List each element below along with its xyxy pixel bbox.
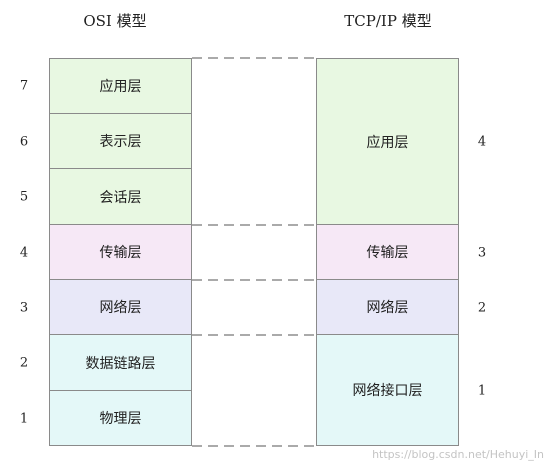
osi-layer-session: 会话层 (49, 169, 192, 225)
osi-layer-number-1: 1 (19, 411, 29, 427)
osi-model-title: OSI 模型 (83, 12, 147, 30)
osi-layer-transport-label: 传输层 (99, 245, 142, 261)
osi-layer-number-5: 5 (19, 189, 29, 205)
tcpip-layer-number-3: 3 (477, 245, 487, 261)
osi-layer-application-label: 应用层 (99, 79, 142, 95)
osi-layer-number-6: 6 (19, 134, 29, 150)
tcpip-layer-number-1: 1 (477, 383, 487, 399)
tcpip-model-title: TCP/IP 模型 (344, 12, 432, 30)
tcpip-layer-transport-label: 传输层 (366, 245, 409, 261)
tcpip-layer-internet: 网络层 (316, 280, 459, 335)
tcpip-layer-application: 应用层 (316, 58, 459, 225)
tcpip-layer-transport: 传输层 (316, 225, 459, 280)
osi-layer-transport: 传输层 (49, 225, 192, 280)
watermark: https://blog.csdn.net/Hehuyi_In (372, 448, 544, 461)
osi-layer-data-link: 数据链路层 (49, 335, 192, 391)
osi-stack: 应用层 表示层 会话层 传输层 网络层 数据链路层 物理层 (49, 58, 192, 446)
tcpip-stack: 应用层 传输层 网络层 网络接口层 (316, 58, 459, 446)
osi-layer-presentation: 表示层 (49, 114, 192, 169)
tcpip-layer-network-interface: 网络接口层 (316, 335, 459, 446)
tcpip-layer-internet-label: 网络层 (366, 300, 409, 316)
osi-layer-number-4: 4 (19, 245, 29, 261)
osi-layer-network: 网络层 (49, 280, 192, 335)
tcpip-layer-application-label: 应用层 (366, 134, 409, 151)
osi-layer-network-label: 网络层 (99, 300, 142, 316)
tcpip-layer-number-2: 2 (477, 300, 487, 316)
tcpip-layer-number-4: 4 (477, 134, 487, 150)
osi-layer-number-2: 2 (19, 355, 29, 371)
osi-layer-physical: 物理层 (49, 391, 192, 446)
osi-layer-number-7: 7 (19, 78, 29, 94)
osi-layer-session-label: 会话层 (99, 189, 142, 206)
osi-layer-presentation-label: 表示层 (99, 134, 142, 150)
osi-layer-application: 应用层 (49, 58, 192, 114)
osi-layer-data-link-label: 数据链路层 (85, 355, 156, 372)
osi-layer-number-3: 3 (19, 300, 29, 316)
osi-layer-physical-label: 物理层 (99, 411, 142, 427)
tcpip-layer-network-interface-label: 网络接口层 (352, 383, 423, 399)
